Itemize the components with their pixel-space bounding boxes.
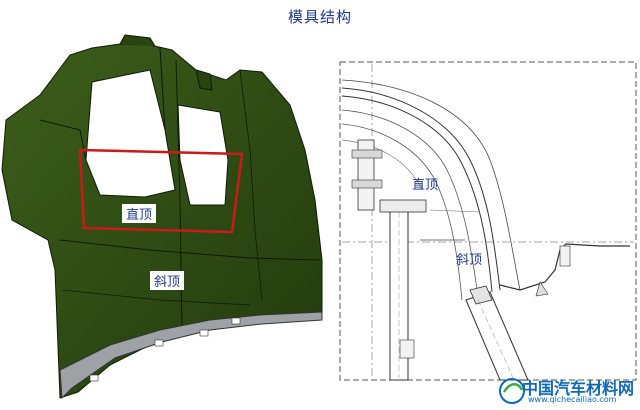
right-hook-profile bbox=[499, 243, 630, 291]
watermark-logo-icon bbox=[499, 378, 525, 404]
right-label-angled-top: 斜顶 bbox=[456, 253, 483, 268]
right-label-straight-top: 直顶 bbox=[412, 178, 439, 193]
page-title: 模具结构 bbox=[287, 8, 352, 26]
watermark-text: 中国汽车材料网 bbox=[522, 379, 635, 398]
left-label-straight-top: 直顶 bbox=[122, 204, 157, 223]
site-watermark: 中国汽车材料网 www.qichecailiao.com bbox=[498, 374, 638, 408]
left-label-angled-top: 斜顶 bbox=[150, 271, 185, 290]
watermark-url: www.qichecailiao.com bbox=[528, 395, 617, 404]
window-opening bbox=[85, 69, 176, 198]
window-opening-2 bbox=[177, 104, 229, 206]
straight-top-highlight bbox=[78, 148, 244, 234]
bottom-flange bbox=[59, 311, 323, 400]
